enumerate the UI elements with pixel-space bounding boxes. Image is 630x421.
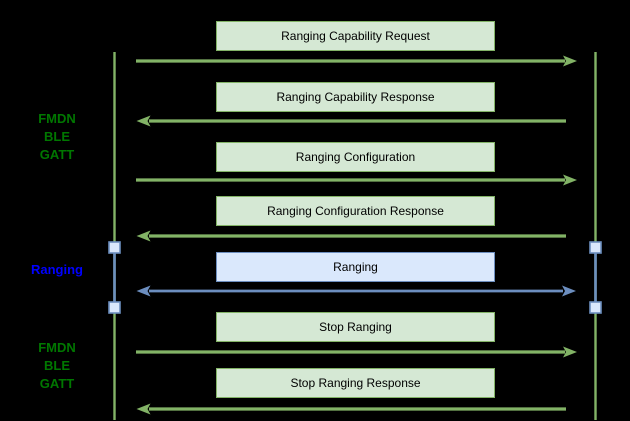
arrow-ranging-configuration [136,174,577,186]
message-box-ranging-configuration-response: Ranging Configuration Response [216,196,495,226]
message-box-ranging: Ranging [216,252,495,282]
message-box-ranging-configuration: Ranging Configuration [216,142,495,172]
arrow-ranging-capability-response [136,115,566,127]
arrow-stop-ranging [136,346,577,358]
arrow-ranging-configuration-response [136,230,566,242]
left-lifeline-activation-handle-2 [108,301,121,314]
right-lifeline-activation-handle-2 [589,301,602,314]
phase-label-line: FMDN [38,111,76,126]
phase-label-ranging: Ranging [0,261,114,279]
right-lifeline-activation-handle-1 [589,241,602,254]
phase-label-line: BLE [44,358,70,373]
arrowhead-right-ranging [562,285,576,297]
phase-label-line: BLE [44,129,70,144]
arrow-ranging [136,285,576,297]
arrowhead-left-ranging-configuration-response [136,230,151,242]
message-box-stop-ranging-response: Stop Ranging Response [216,368,495,398]
phase-label-fmdn-ble-gatt: FMDN BLE GATT [0,110,114,164]
phase-label-fmdn-ble-gatt: FMDN BLE GATT [0,339,114,393]
arrowhead-right-ranging-capability-request [563,55,577,67]
message-box-ranging-capability-request: Ranging Capability Request [216,21,495,51]
arrow-stop-ranging-response [136,403,566,415]
phase-label-line: Ranging [31,262,83,277]
arrowhead-right-stop-ranging [563,346,577,358]
message-box-ranging-capability-response: Ranging Capability Response [216,82,495,112]
arrow-ranging-capability-request [136,55,577,67]
arrowhead-right-ranging-configuration [563,174,577,186]
phase-label-line: GATT [39,147,75,162]
arrowhead-left-ranging [136,285,151,297]
arrowhead-left-stop-ranging-response [136,403,151,415]
message-box-stop-ranging: Stop Ranging [216,312,495,342]
phase-label-line: GATT [39,376,75,391]
left-lifeline-activation-handle-1 [108,241,121,254]
phase-label-line: FMDN [38,340,76,355]
arrowhead-left-ranging-capability-response [136,115,151,127]
